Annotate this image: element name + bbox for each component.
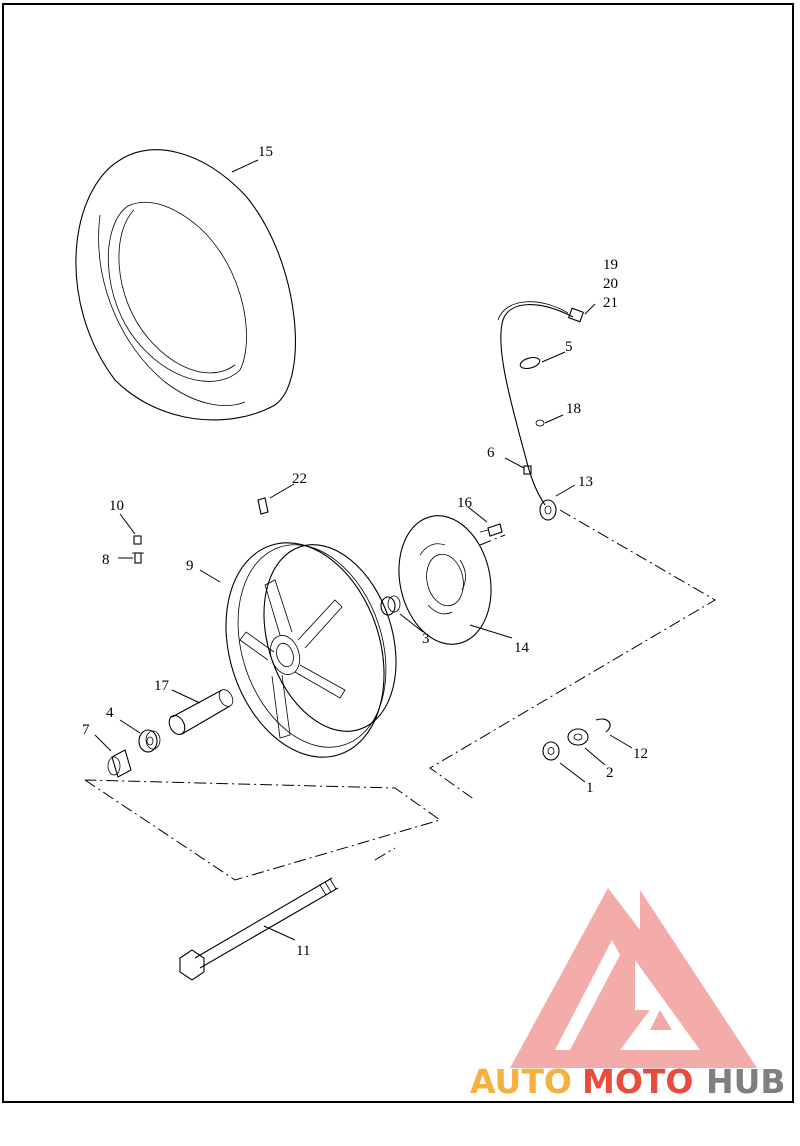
callout-4: 4 — [106, 705, 114, 721]
bearing — [138, 729, 161, 753]
washer — [542, 741, 560, 761]
speed-sensor-assembly — [497, 301, 585, 521]
tire — [75, 149, 296, 421]
axle-sleeve — [168, 689, 234, 735]
callout-19: 19 — [603, 257, 618, 273]
diagram-frame — [2, 3, 794, 1103]
retaining-clip — [595, 718, 611, 733]
callout-1: 1 — [586, 780, 594, 796]
spacer-washer — [567, 728, 589, 746]
callout-16: 16 — [457, 495, 473, 511]
wheel-weight — [257, 497, 269, 515]
valve-cap — [133, 535, 142, 545]
leader-lines — [94, 159, 633, 941]
callout-18: 18 — [566, 401, 581, 417]
callout-6: 6 — [487, 445, 495, 461]
disc-bolt — [479, 523, 503, 537]
callout-22: 22 — [292, 471, 307, 487]
callout-10: 10 — [109, 498, 124, 514]
valve-stem — [132, 552, 144, 564]
watermark-moto: MOTO — [582, 1062, 693, 1101]
callout-7: 7 — [82, 722, 90, 738]
spacer — [380, 595, 401, 616]
axle-bolt — [179, 877, 339, 981]
callout-14: 14 — [514, 640, 530, 656]
callout-3: 3 — [422, 631, 430, 647]
callout-5: 5 — [565, 339, 573, 355]
assembly-dashed-lines — [84, 509, 716, 881]
callout-8: 8 — [102, 552, 110, 568]
watermark-logo-icon — [510, 888, 757, 1068]
callout-20: 20 — [603, 276, 618, 292]
callout-15: 15 — [258, 144, 273, 160]
callout-17: 17 — [154, 678, 170, 694]
callout-21: 21 — [603, 295, 618, 311]
watermark-hub: HUB — [706, 1062, 786, 1101]
callout-labels: 15 19 20 21 5 18 6 13 16 10 8 9 22 3 14 … — [82, 144, 648, 959]
brake-disc — [398, 515, 492, 645]
callout-12: 12 — [633, 746, 648, 762]
wheel — [225, 542, 397, 758]
callout-2: 2 — [606, 765, 614, 781]
bushing — [107, 749, 132, 778]
watermark-wordmark: AUTO MOTO HUB — [470, 1062, 786, 1101]
callout-11: 11 — [296, 943, 310, 959]
callout-9: 9 — [186, 558, 194, 574]
watermark-auto: AUTO — [470, 1062, 572, 1101]
callout-13: 13 — [578, 474, 593, 490]
